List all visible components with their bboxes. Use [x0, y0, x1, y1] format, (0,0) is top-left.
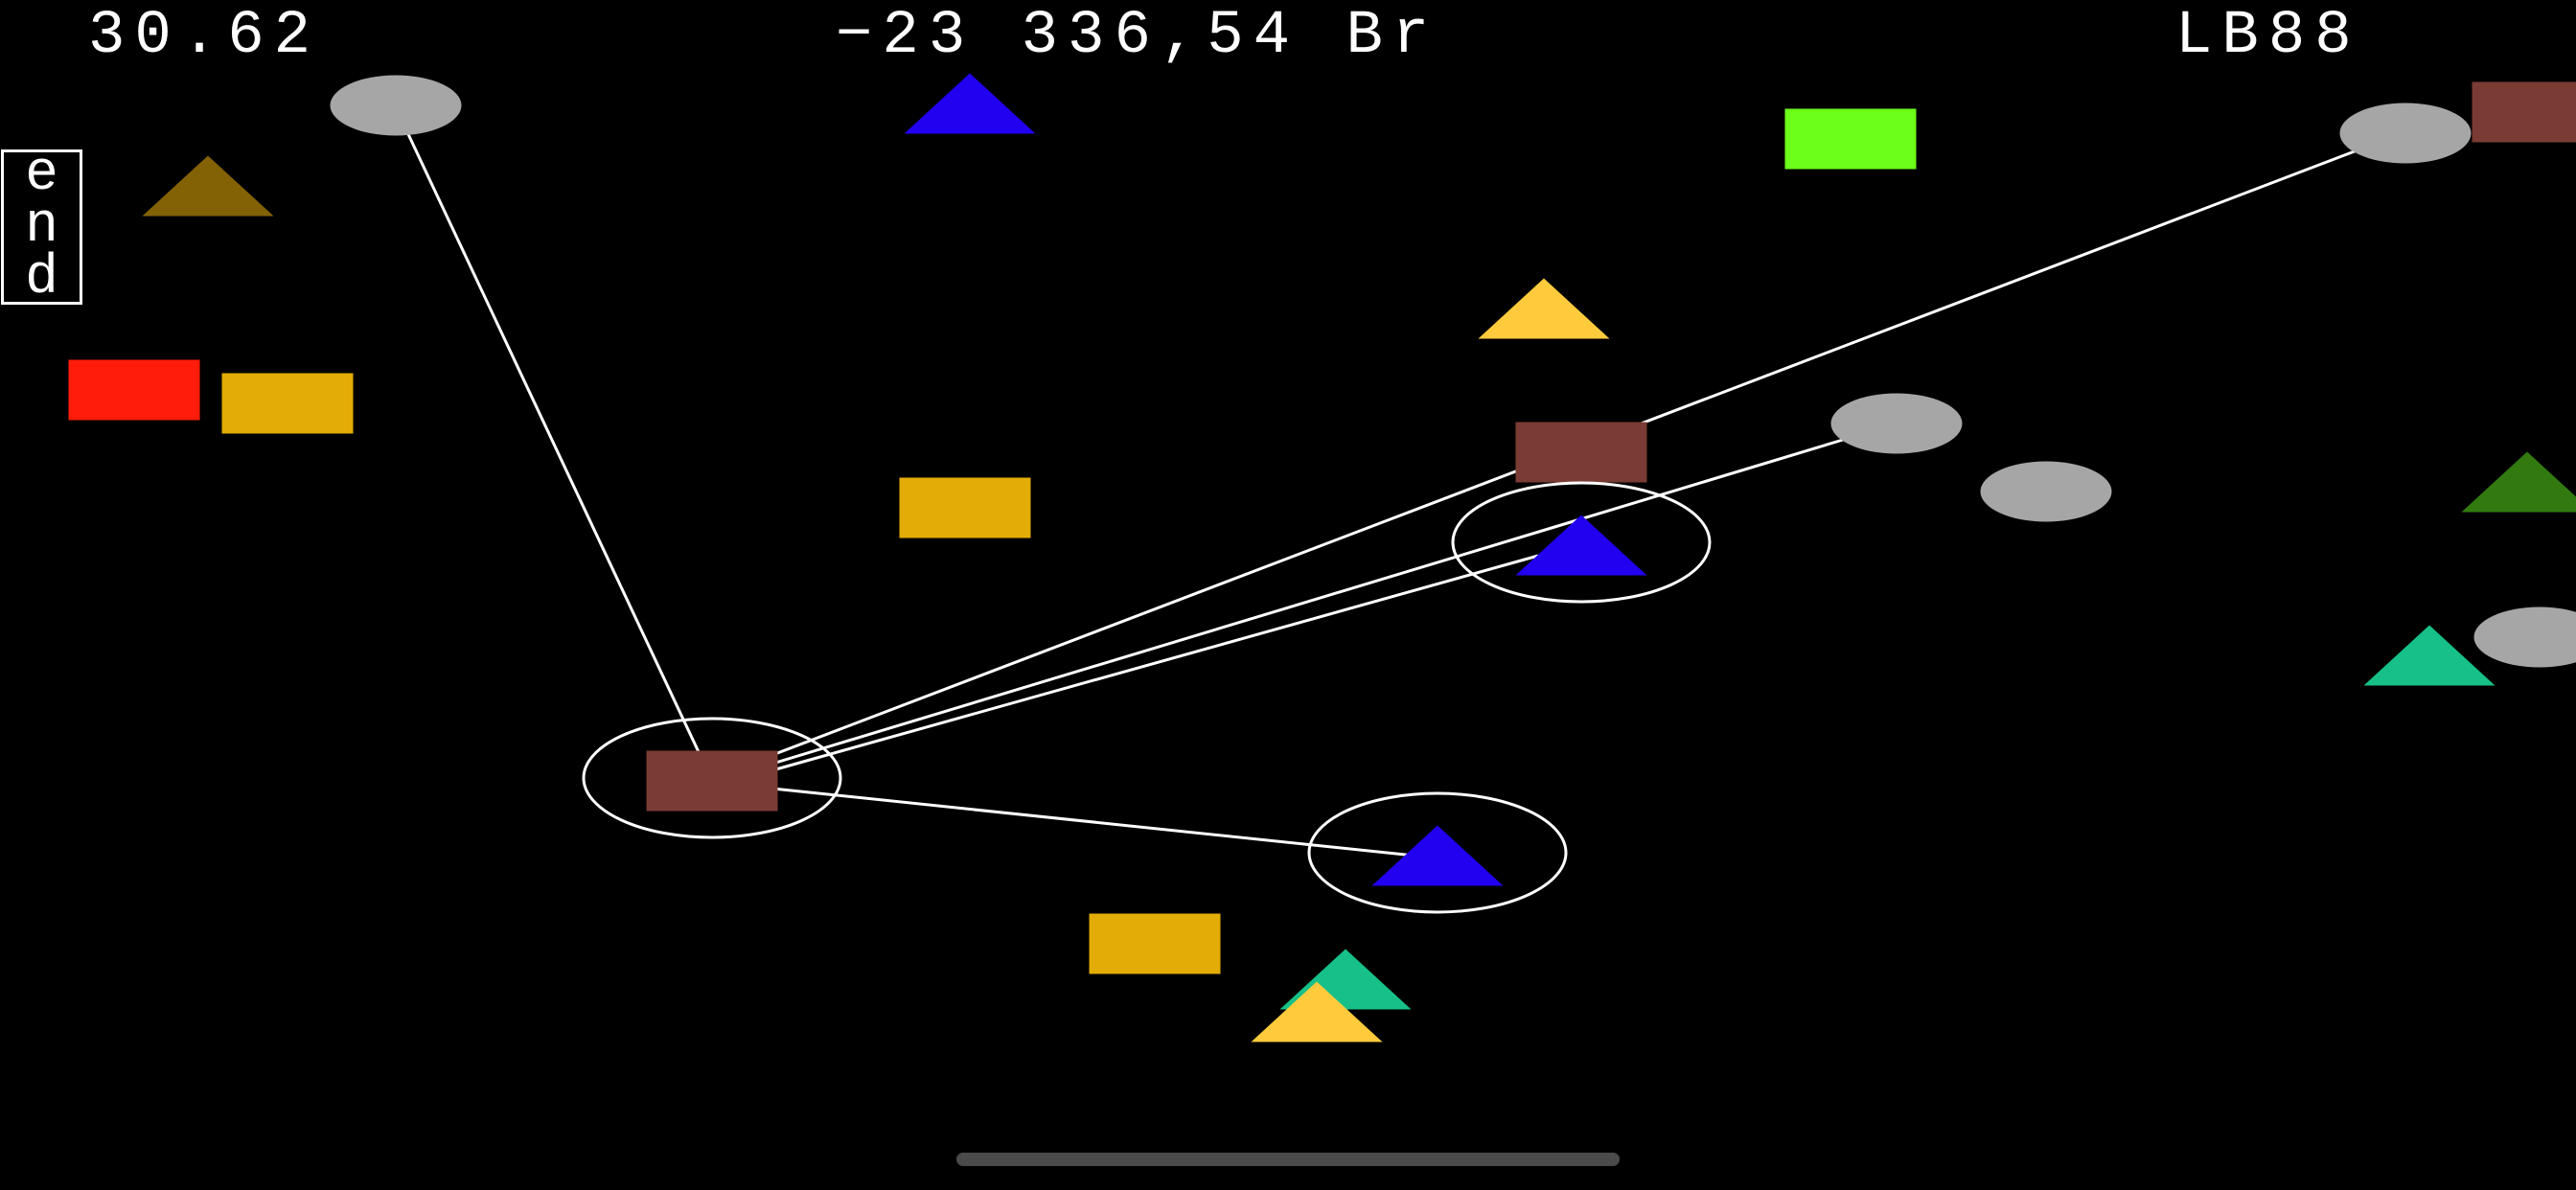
end-button[interactable]: e n d	[1, 144, 82, 309]
gray-ellipse-5-piece[interactable]	[2473, 606, 2576, 668]
link-brown-rect-3-to-blue-triangle-2	[771, 554, 1539, 772]
blue-triangle-3-selection-ring	[1307, 791, 1568, 914]
gray-ellipse-3-piece[interactable]	[1830, 393, 1963, 454]
end-button-letter-n: n	[25, 195, 58, 258]
hud-balance: −23 336,54 Br	[836, 2, 1439, 71]
link-brown-rect-3-to-blue-triangle-3	[771, 787, 1415, 858]
lime-rect-piece[interactable]	[1784, 108, 1917, 170]
end-button-letter-e: e	[25, 144, 58, 206]
yellow-triangle-2-piece[interactable]	[1251, 981, 1383, 1042]
gold-rect-2-piece[interactable]	[899, 477, 1031, 538]
home-indicator[interactable]	[956, 1153, 1620, 1166]
link-brown-rect-3-to-gray-ellipse-1	[406, 133, 702, 755]
dark-green-triangle-piece[interactable]	[2461, 451, 2576, 513]
blue-triangle-1-piece[interactable]	[904, 73, 1036, 134]
pieces-layer	[68, 73, 2576, 1042]
brown-rect-3-selection-ring	[582, 717, 842, 839]
gray-ellipse-4-piece[interactable]	[1980, 461, 2112, 522]
brown-rect-1-piece[interactable]	[2472, 81, 2576, 143]
red-rect-piece[interactable]	[68, 359, 200, 421]
end-button-letter-d: d	[25, 247, 58, 309]
hud-code: LB88	[2175, 2, 2361, 71]
link-brown-rect-3-to-gray-ellipse-3	[771, 438, 1844, 766]
brown-rect-3-piece[interactable]	[646, 750, 778, 812]
blue-triangle-2-selection-ring	[1451, 481, 1712, 604]
brown-rect-2-piece[interactable]	[1515, 422, 1647, 483]
gold-rect-1-piece[interactable]	[221, 373, 354, 434]
gray-ellipse-2-piece[interactable]	[2339, 103, 2472, 164]
blue-triangle-3-piece[interactable]	[1371, 825, 1504, 886]
hud-score: 30.62	[88, 2, 321, 71]
olive-triangle-piece[interactable]	[142, 155, 274, 217]
yellow-triangle-1-piece[interactable]	[1478, 278, 1610, 339]
blue-triangle-2-piece[interactable]	[1515, 515, 1647, 576]
selection-rings-layer	[582, 481, 1712, 914]
teal-triangle-1-piece[interactable]	[2363, 625, 2496, 686]
gray-ellipse-1-piece[interactable]	[330, 75, 462, 136]
gold-rect-3-piece[interactable]	[1089, 913, 1221, 974]
